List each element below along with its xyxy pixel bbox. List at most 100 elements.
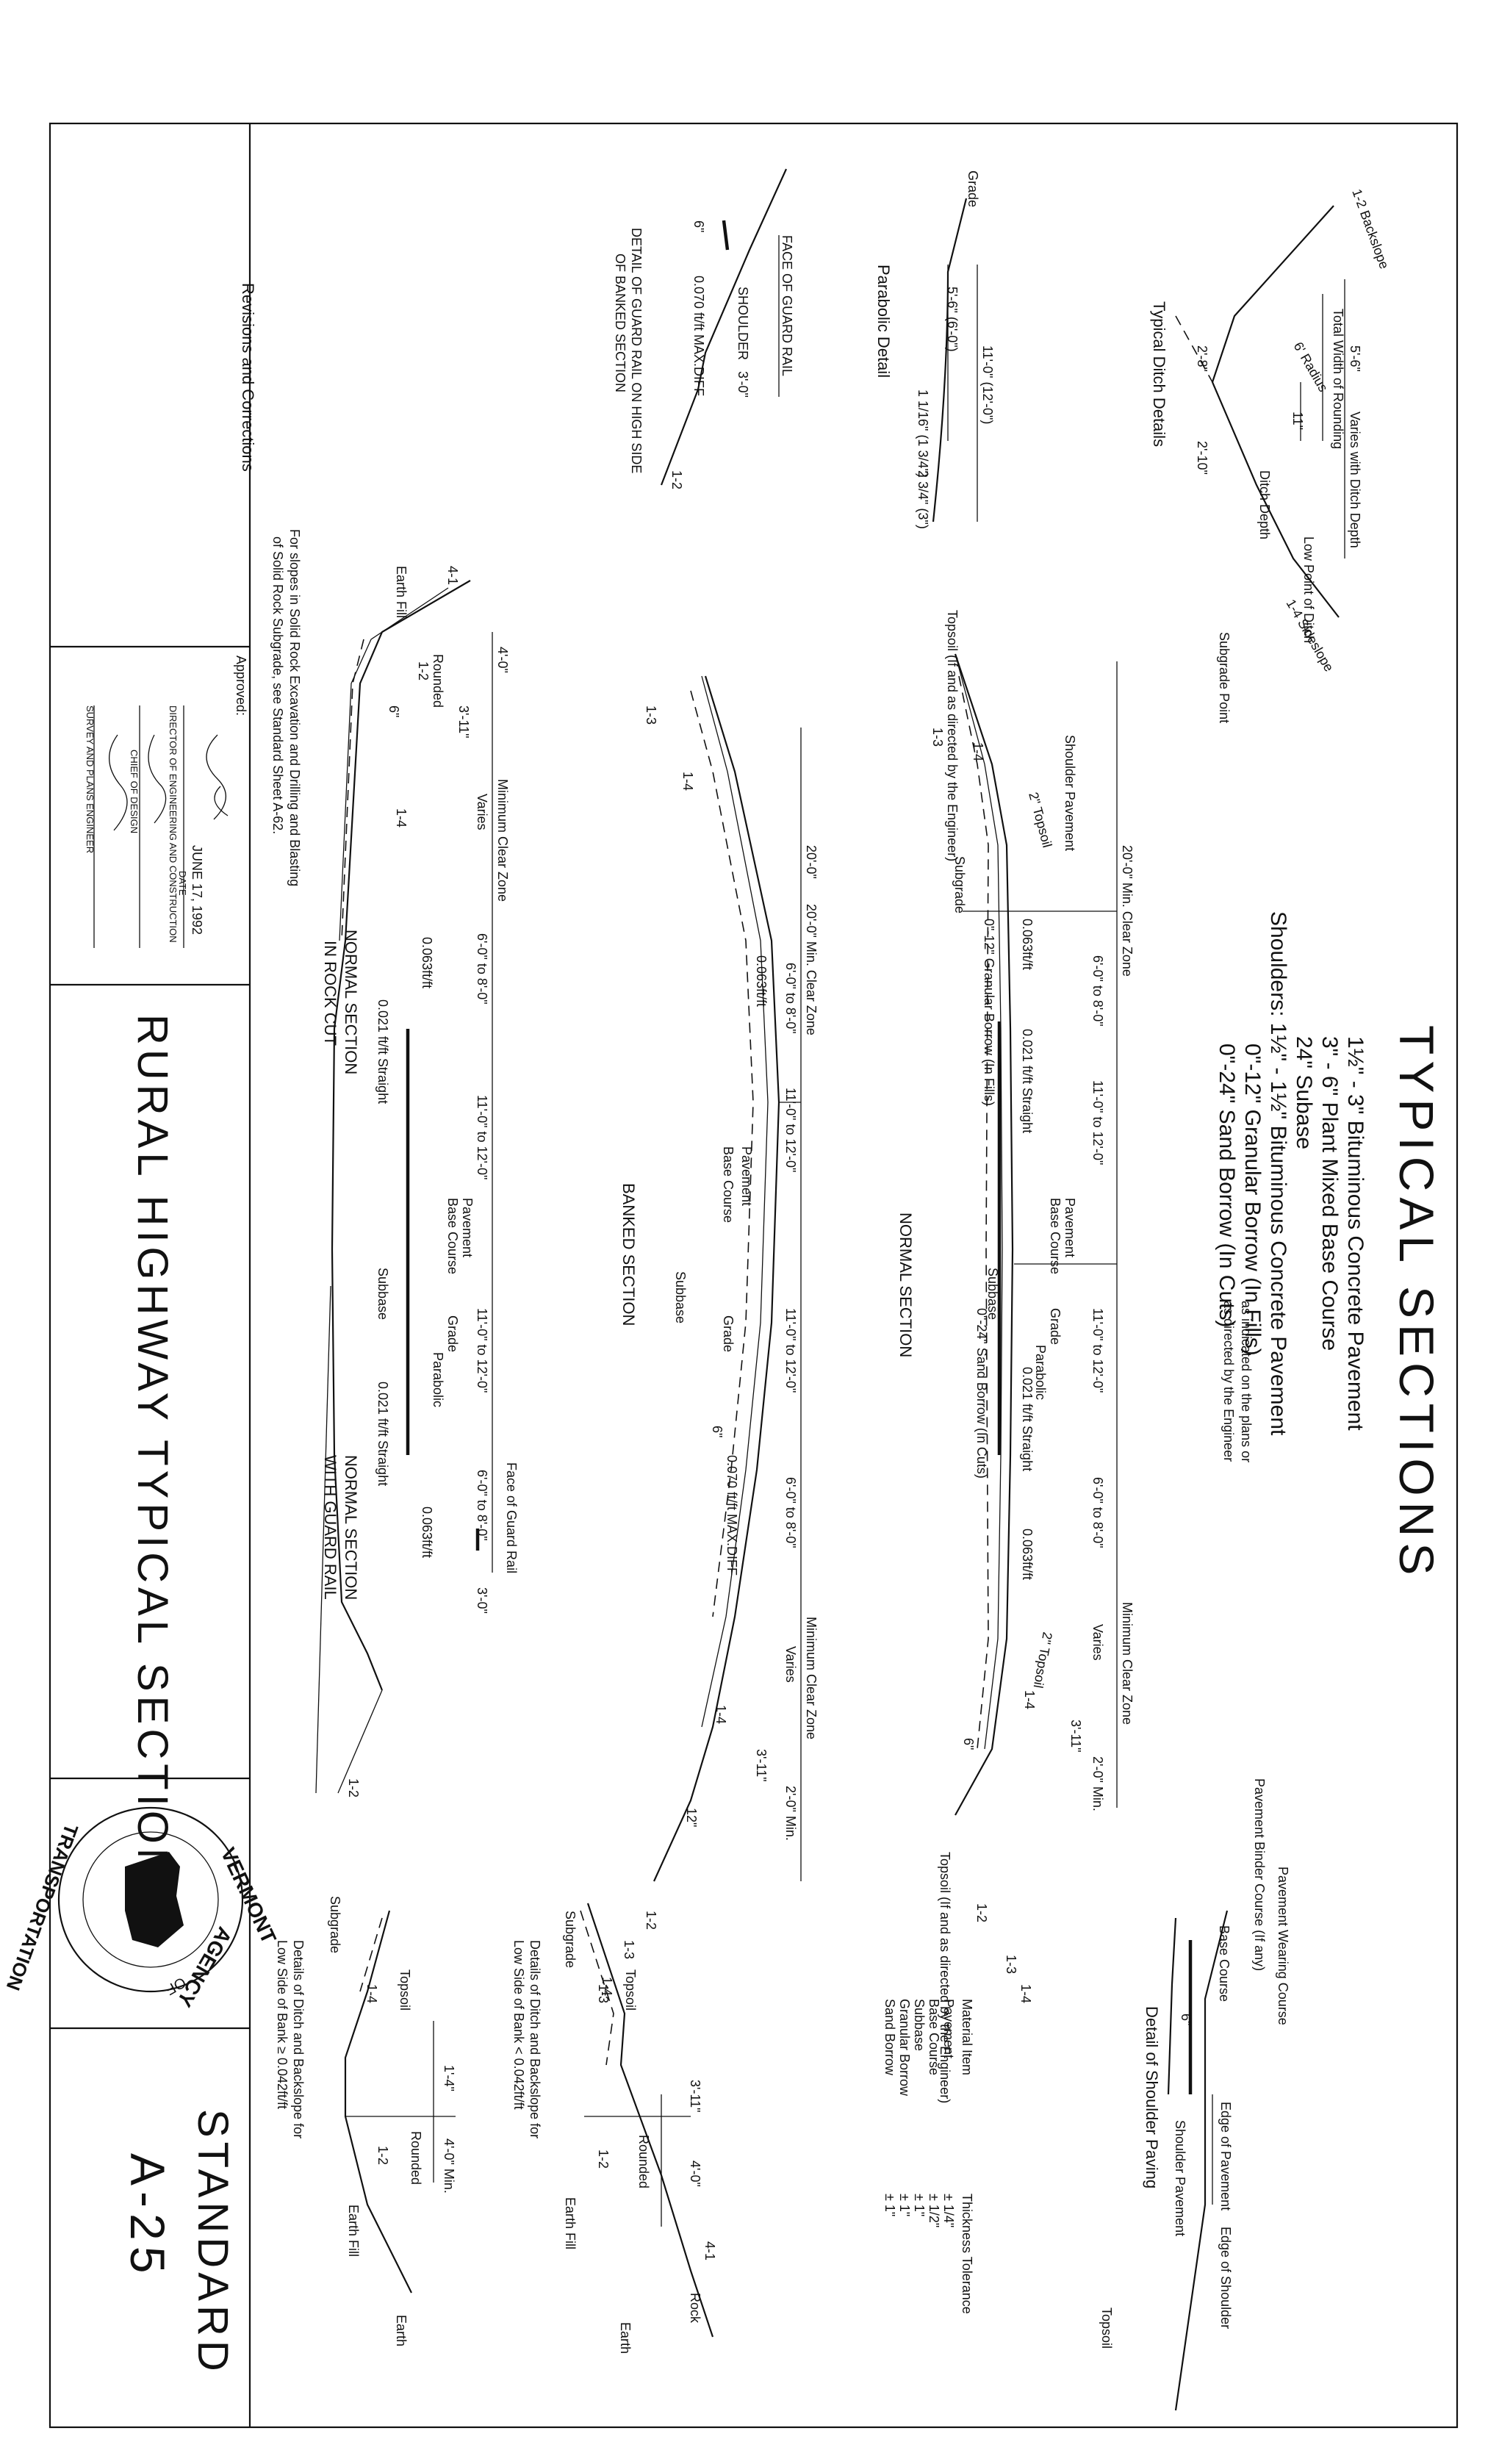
normal-slope-1-2: 1-2 [974, 1903, 989, 1922]
gr-dim-3-0: 3'-0" [475, 1587, 489, 1614]
normal-shoulder-left: 6'-0" to 8'-0" [1090, 955, 1105, 1027]
shoulder-caps: SHOULDER [736, 287, 750, 360]
normal-dim-3-11: 3'-11" [1068, 1720, 1083, 1753]
banked-dim-3-11: 3'-11" [754, 1749, 769, 1782]
signature-3 [109, 734, 128, 831]
normal-granular: 0"-12" Granular Borrow (In Fills) [982, 919, 996, 1106]
normal-subbase: Subbase [985, 1268, 1000, 1320]
low-point-ditch: Low Point of Ditch [1301, 536, 1316, 643]
approval-date: JUNE 17, 1992 [190, 845, 204, 935]
tolerance-header-tol: Thickness Tolerance [960, 2194, 974, 2314]
backslope-label: 1-2 Backslope [1349, 187, 1392, 271]
standard-label: STANDARD [189, 2109, 237, 2376]
gr-slope: 0.063ft/ft [420, 1506, 434, 1558]
normal-topsoil-engineer-right: Topsoil (If and as directed by the Engin… [938, 1852, 952, 2103]
rock-slope-left: 0.063ft/ft [420, 937, 434, 988]
ditch-depth-label: Ditch Depth [1257, 470, 1272, 539]
tolerance-value: ± 1" [882, 2194, 897, 2216]
dim-5-6: 5'-6" [1348, 345, 1362, 372]
tolerance-value: ± 1/4" [941, 2194, 956, 2227]
normal-cross-right: 0.021 ft/ft Straight [1020, 1367, 1035, 1471]
rock-grade: Grade [445, 1315, 460, 1352]
rock-shoulder-left: 6'-0" to 8'-0" [475, 933, 489, 1005]
dh-slope-4-1: 4-1 [702, 2241, 717, 2260]
parabolic-detail-title: Parabolic Detail [874, 265, 893, 378]
pavement-wearing: Pavement Wearing Course [1276, 1867, 1290, 2025]
normal-base: Base Course [1048, 1198, 1063, 1274]
dim-11in: 11" [1290, 412, 1305, 430]
tolerance-value: ± 1" [912, 2194, 927, 2216]
rock-cut-note-2: of Solid Rock Subgrade, see Standard She… [270, 536, 285, 834]
banked-shoulder-right: 6'-0" to 8'-0" [783, 1477, 798, 1548]
banked-lane-left: 11'-0" to 12'-0" [783, 1088, 798, 1172]
normal-shoulder-right: 6'-0" to 8'-0" [1090, 1477, 1105, 1548]
banked-slope-1-3b: 1-3 [622, 1940, 636, 1959]
ditch-detail-low: Topsoil Subgrade 1-4 1'-4" 4'-0" Min. Ro… [275, 1896, 456, 2346]
shoulder-paving-title: Detail of Shoulder Paving [1143, 2006, 1161, 2188]
material-line-5: 0"-12" Granular Borrow (In Fills) [1240, 1044, 1265, 1356]
dh-earth: Earth [618, 2322, 633, 2354]
banked-slope-1-3a: 1-3 [644, 705, 658, 725]
rock-earth-fill: Earth Fill [394, 566, 409, 618]
rock-slope-1-2: 1-2 [416, 661, 431, 680]
dim-3-0-gr: 3'-0" [736, 371, 750, 398]
normal-cross-left: 0.021 ft/ft Straight [1020, 1029, 1035, 1133]
normal-topsoil-right: 2" Topsoil [1031, 1631, 1055, 1689]
rock-cut-section: 4'-0" 3'-11" Rounded Earth Fill 4-1 1-2 … [270, 529, 519, 1797]
dim-6in-gr: 6" [691, 220, 706, 232]
dl-topsoil: Topsoil [398, 1969, 412, 2011]
guard-rail-detail-title-1: DETAIL OF GUARD RAIL ON HIGH SIDE [629, 228, 644, 473]
sheet-border [48, 122, 1459, 2429]
slope-1-2-gr: 1-2 [669, 470, 684, 489]
guard-rail-title-1: NORMAL SECTION [342, 1455, 360, 1600]
dl-earth-fill: Earth Fill [346, 2205, 361, 2257]
normal-dim-6in: 6" [961, 1738, 976, 1750]
dim-5-6-paren: 5'-6" (6'-0") [945, 287, 960, 352]
banked-slope: 0.063ft/ft [754, 955, 769, 1007]
ditch-detail-title: Typical Ditch Details [1150, 301, 1168, 447]
banked-section: 20'-0" 20'-0" Min. Clear Zone 6'-0" to 8… [600, 675, 819, 1996]
banked-pavement: Pavement [739, 1146, 754, 1206]
normal-parabolic: Parabolic [1033, 1345, 1048, 1400]
normal-slope-1-3b: 1-3 [1004, 1955, 1018, 1974]
vermont-state-shape [125, 1852, 184, 1947]
tolerance-item: Pavement [941, 1999, 956, 2058]
dl-dim-4-0-min: 4'-0" Min. [442, 2138, 456, 2194]
banked-dim-6in: 6" [710, 1426, 725, 1437]
dl-slope-1-4: 1-4 [364, 1984, 379, 2003]
dh-title-2: Low Side of Bank < 0.042ft/ft [511, 1940, 526, 2110]
normal-slope-right: 0.063ft/ft [1020, 1529, 1035, 1580]
guard-rail-title-2: WITH GUARD RAIL [321, 1455, 339, 1600]
base-course-detail: Base Course [1217, 1925, 1232, 2002]
banked-slope-1-4a: 1-4 [680, 772, 695, 791]
signatory-2: CHIEF OF DESIGN [129, 750, 140, 833]
dh-slope-1-2: 1-2 [596, 2149, 611, 2169]
banked-varies: Varies [783, 1646, 798, 1683]
guard-rail-detail-title-2: OF BANKED SECTION [613, 254, 628, 392]
normal-grade: Grade [1048, 1308, 1063, 1345]
material-line-2: 3" - 6" Plant Mixed Base Course [1318, 1036, 1342, 1351]
dl-slope-1-2: 1-2 [375, 2146, 390, 2165]
rock-lane-left: 11'-0" to 12'-0" [475, 1095, 489, 1179]
normal-lane-right: 11'-0" to 12'-0" [1090, 1308, 1105, 1393]
tolerance-table: Material Item Thickness Tolerance Paveme… [882, 1999, 974, 2314]
rock-dim-4-0: 4'-0" [495, 647, 510, 673]
rock-slope-4-1: 4-1 [445, 566, 460, 585]
total-width-rounding: Total Width of Rounding [1331, 309, 1345, 449]
dim-6in-detail: 6" [1179, 2014, 1193, 2025]
ditch-detail-high: Topsoil Subgrade 1-3 1-2 3'-11" 4'-0" Ro… [511, 1903, 717, 2354]
normal-slope-1-4a: 1-4 [971, 742, 985, 761]
radius-label: 6' Radius [1291, 340, 1331, 395]
main-heading: TYPICAL SECTIONS [1390, 1025, 1444, 1581]
rock-dim-6in: 6" [387, 705, 401, 717]
dh-topsoil: Topsoil [623, 1969, 638, 2011]
signature-2 [148, 734, 167, 824]
rock-cut-title-1: NORMAL SECTION [342, 930, 360, 1074]
normal-lane-left: 11'-0" to 12'-0" [1090, 1080, 1105, 1165]
banked-slope-1-4b: 1-4 [713, 1705, 728, 1724]
dl-rounded: Rounded [409, 2131, 423, 2185]
varies-ditch-depth: Varies with Ditch Depth [1348, 412, 1362, 548]
material-line-4: Shoulders: 1½" - 1½" Bituminous Concrete… [1266, 911, 1290, 1436]
dh-rock: Rock [688, 2293, 702, 2324]
typical-ditch-detail: 1-2 Backslope Total Width of Rounding Va… [1150, 187, 1392, 724]
